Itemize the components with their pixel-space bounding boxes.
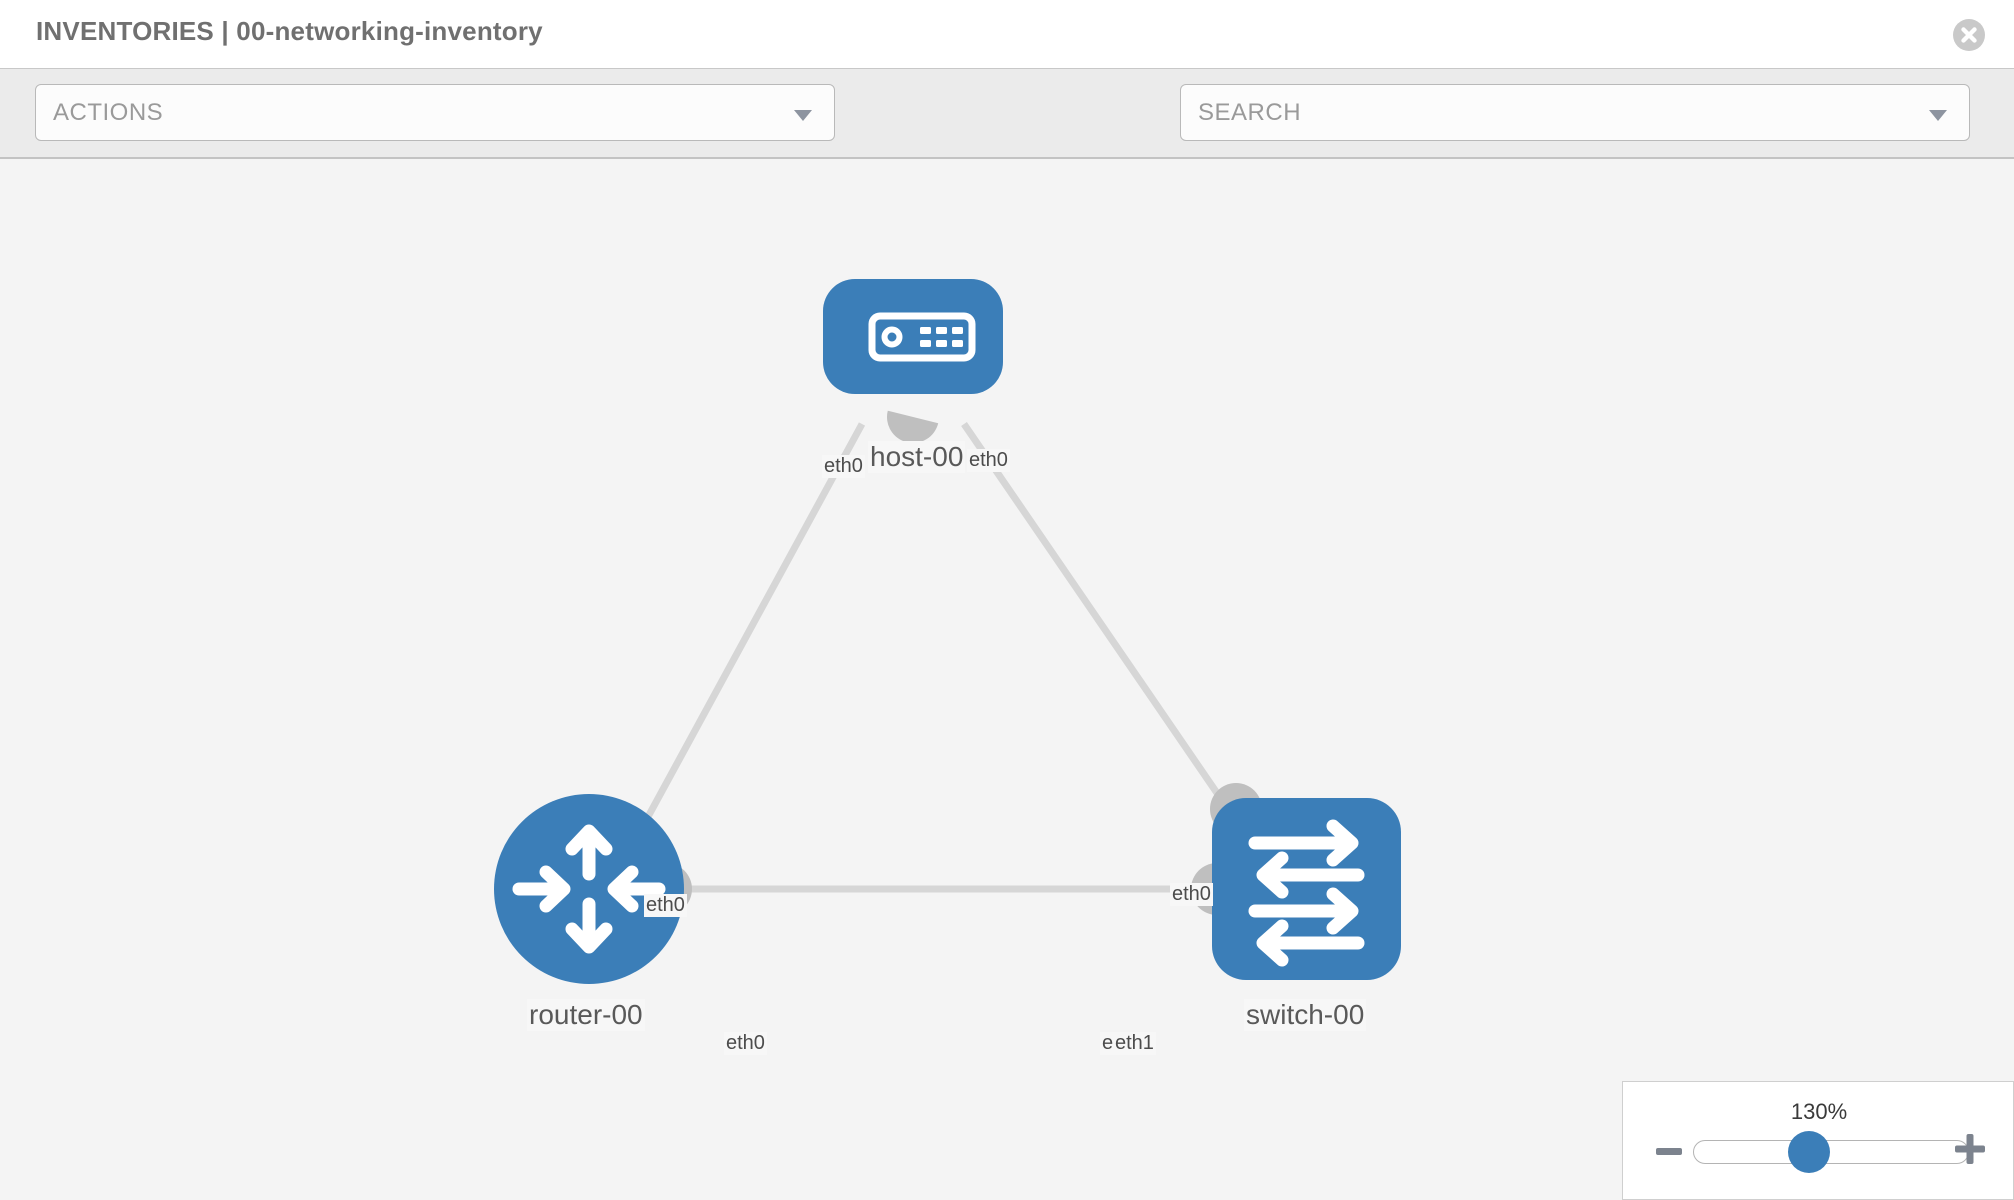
search-placeholder: SEARCH — [1198, 99, 1302, 126]
actions-dropdown-label: ACTIONS — [53, 99, 164, 126]
connector-group — [666, 410, 1262, 915]
zoom-slider-thumb[interactable] — [1788, 1131, 1830, 1173]
chevron-down-icon — [794, 110, 812, 121]
router-arrows-icon — [512, 824, 666, 954]
edge-host-switch[interactable] — [961, 422, 1246, 833]
page-title: INVENTORIES | 00-networking-inventory — [36, 16, 543, 46]
zoom-in-button[interactable] — [1953, 1132, 1987, 1166]
edge-label-router-switch: eth0 — [724, 1032, 767, 1055]
node-label-host-00: host-00 — [868, 441, 966, 473]
edge-label-switch-host: eth0 — [1170, 883, 1213, 906]
toolbar: ACTIONS SEARCH — [0, 68, 2014, 199]
node-router-00[interactable] — [494, 794, 684, 984]
connector-host-bottom[interactable] — [881, 410, 939, 449]
actions-dropdown[interactable]: ACTIONS — [35, 84, 835, 141]
chevron-down-icon[interactable] — [1929, 110, 1947, 121]
node-label-switch-00: switch-00 — [1244, 999, 1367, 1031]
zoom-slider-track[interactable] — [1693, 1140, 1969, 1164]
node-switch-00[interactable] — [1212, 798, 1401, 980]
switch-arrows-icon — [1248, 819, 1365, 967]
edge-label-switch-router-b: eth1 — [1113, 1032, 1156, 1055]
server-icon — [868, 312, 976, 362]
edge-host-router[interactable] — [633, 422, 866, 839]
page-header: INVENTORIES | 00-networking-inventory — [0, 0, 2014, 68]
zoom-control-panel: 130% — [1622, 1081, 2014, 1200]
node-label-router-00: router-00 — [527, 999, 645, 1031]
zoom-level-label: 130% — [1790, 1099, 1848, 1124]
node-host-00[interactable] — [823, 279, 1003, 394]
edge-label-host-router: eth0 — [822, 455, 865, 478]
close-icon[interactable] — [1952, 18, 1986, 52]
zoom-out-button[interactable] — [1655, 1138, 1683, 1166]
topology-canvas[interactable]: host-00 router-00 switch-00 eth0 eth0 et… — [0, 159, 2014, 1200]
topology-graph — [494, 279, 1401, 984]
edge-label-router-host: eth0 — [644, 894, 687, 917]
edge-label-host-switch: eth0 — [967, 449, 1010, 472]
search-input[interactable]: SEARCH — [1180, 84, 1970, 141]
edge-group — [633, 422, 1246, 893]
